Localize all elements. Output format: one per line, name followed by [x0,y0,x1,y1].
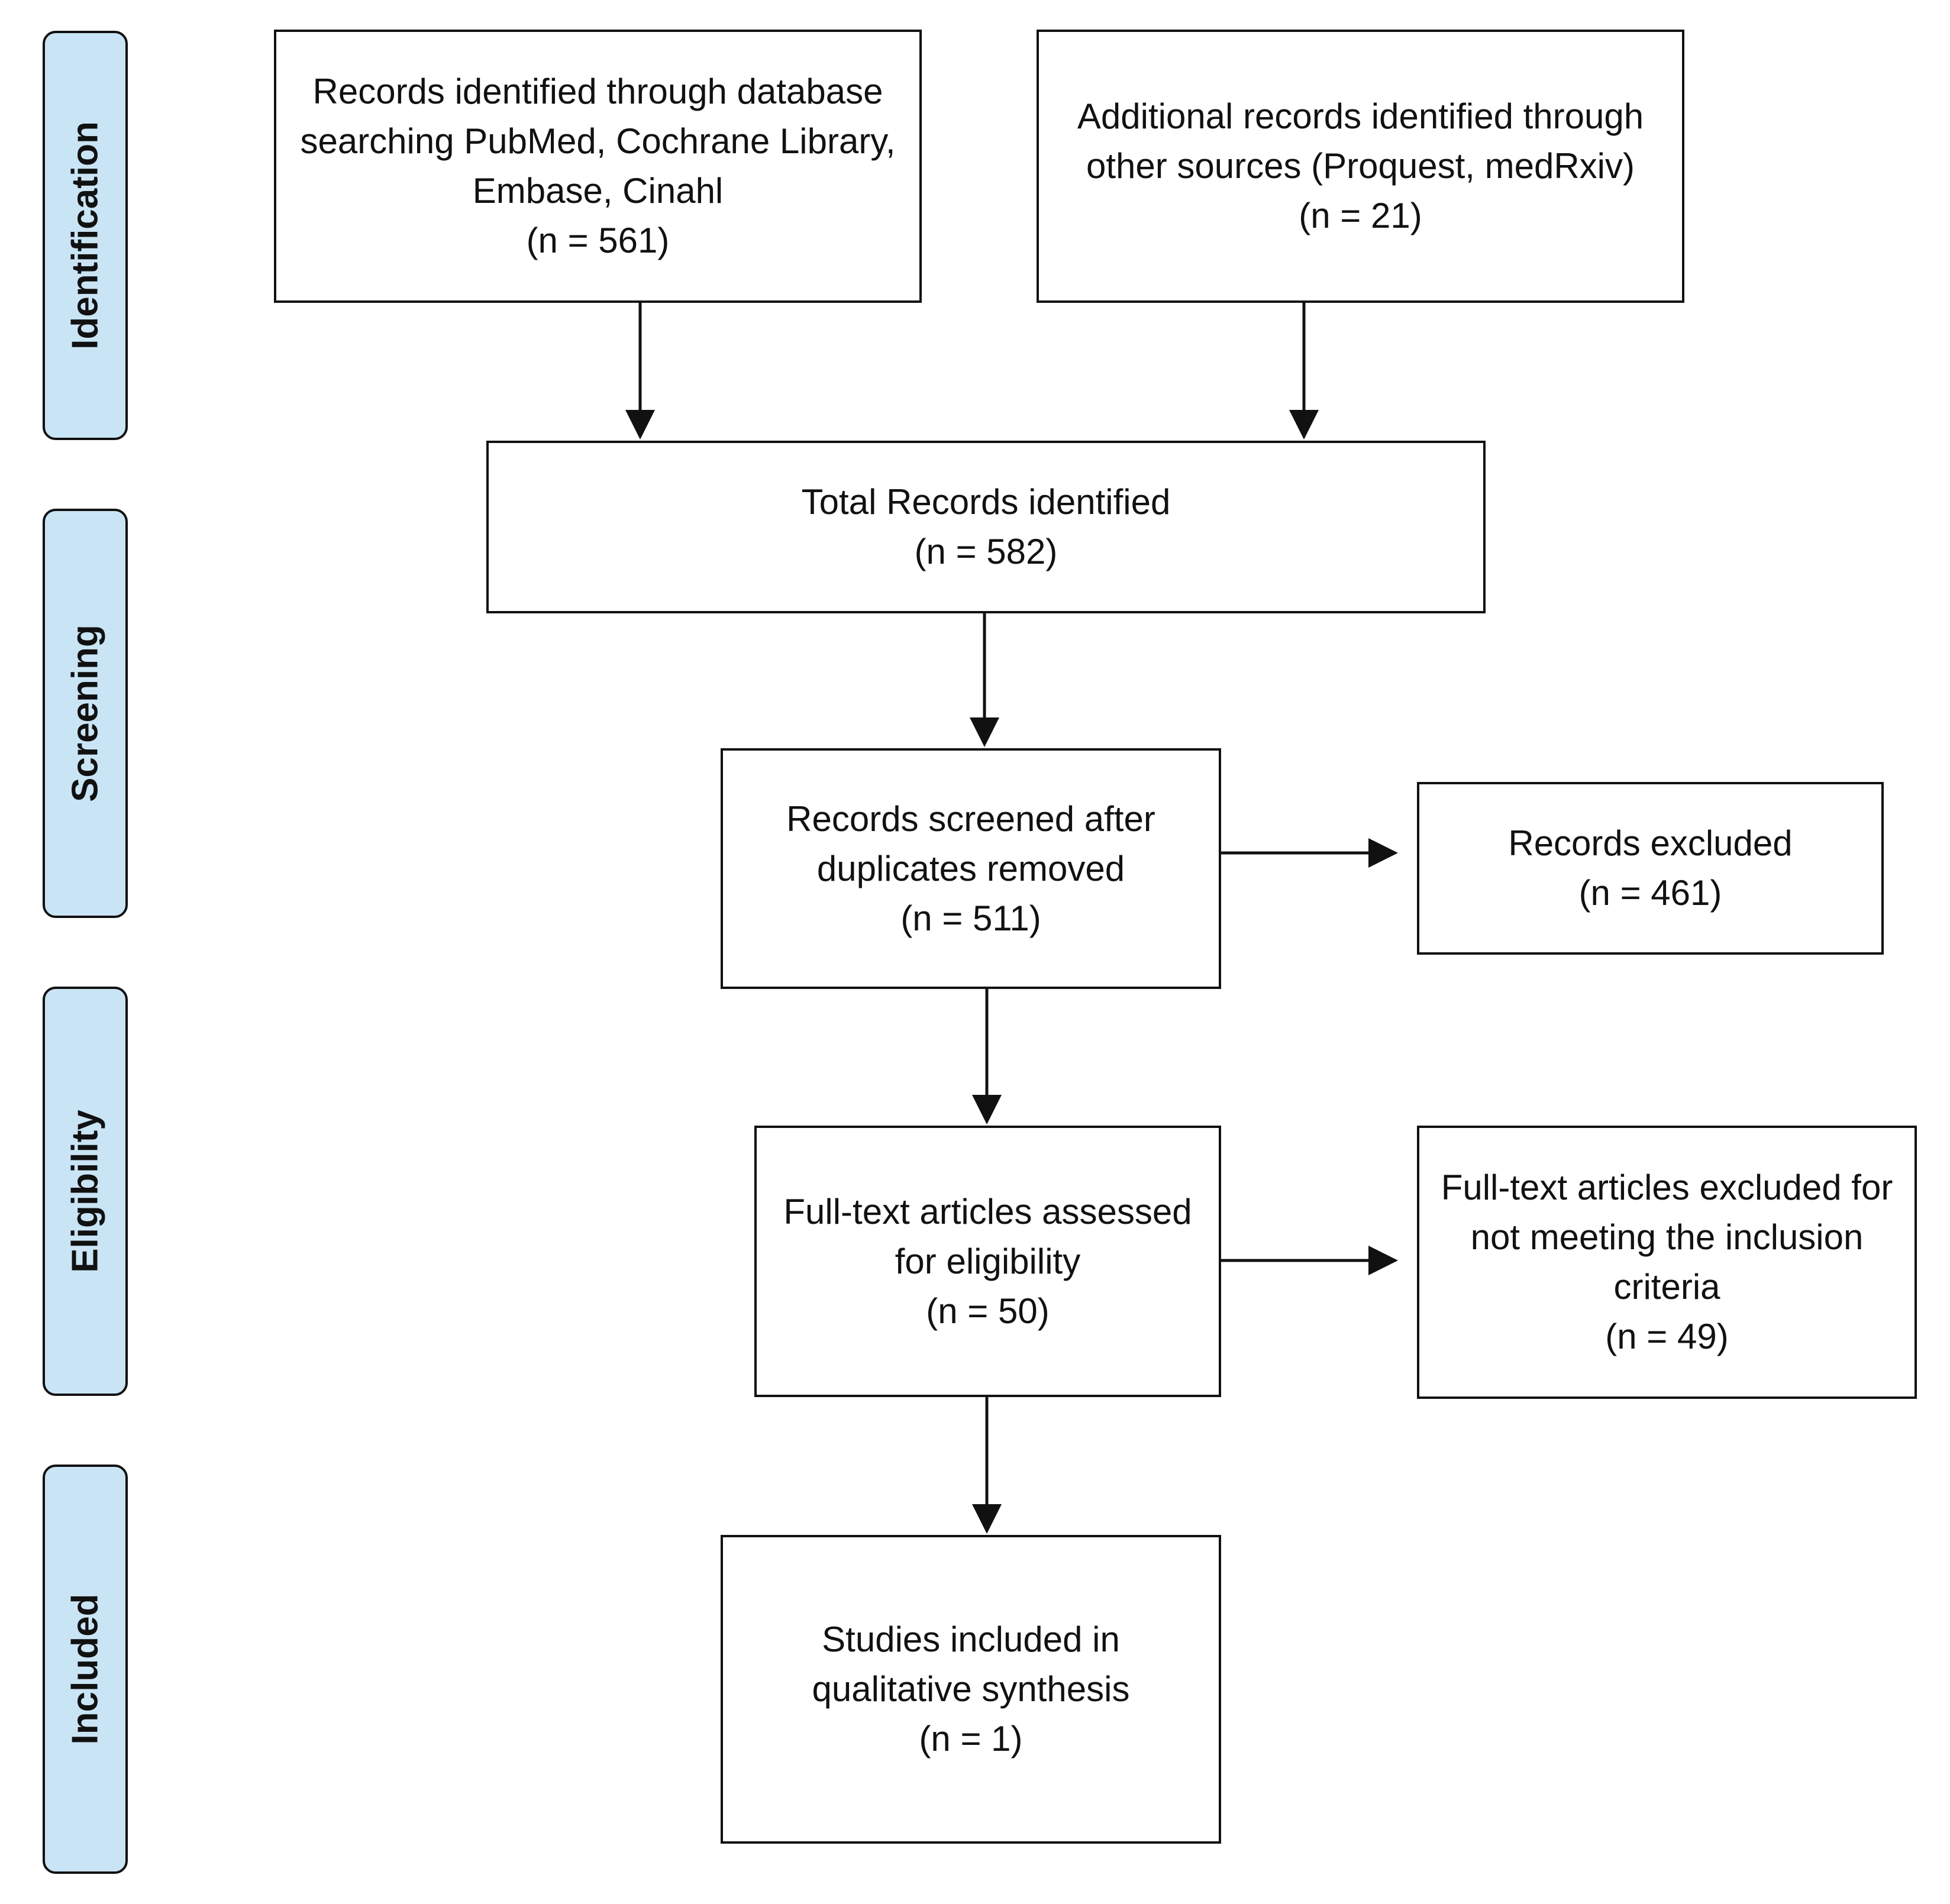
box-studies-included: Studies included in qualitative synthesi… [721,1535,1221,1844]
fulltext-excluded-count: (n = 49) [1605,1317,1729,1356]
stage-included: Included [43,1465,128,1874]
stage-screening: Screening [43,509,128,918]
box-records-excluded: Records excluded (n = 461) [1417,782,1884,955]
database-records-count: (n = 561) [526,221,670,260]
fulltext-assessed-text: Full-text articles assessed for eligibil… [783,1191,1192,1281]
fulltext-assessed-count: (n = 50) [926,1291,1050,1331]
database-records-text: Records identified through database sear… [300,72,896,211]
total-records-count: (n = 582) [914,532,1058,571]
stage-identification: Identification [43,31,128,440]
box-fulltext-assessed: Full-text articles assessed for eligibil… [754,1126,1221,1397]
additional-records-count: (n = 21) [1299,196,1422,235]
records-excluded-text: Records excluded [1508,823,1793,863]
total-records-text: Total Records identified [801,482,1171,522]
box-records-screened: Records screened after duplicates remove… [721,748,1221,989]
box-total-records: Total Records identified (n = 582) [486,441,1486,613]
stage-eligibility: Eligibility [43,987,128,1396]
fulltext-excluded-text: Full-text articles excluded for not meet… [1441,1168,1893,1307]
box-fulltext-excluded: Full-text articles excluded for not meet… [1417,1126,1917,1399]
box-database-records: Records identified through database sear… [274,30,922,303]
studies-included-text: Studies included in qualitative synthesi… [812,1619,1130,1709]
additional-records-text: Additional records identified through ot… [1077,96,1644,186]
studies-included-count: (n = 1) [919,1719,1023,1758]
records-excluded-count: (n = 461) [1578,873,1722,913]
box-additional-records: Additional records identified through ot… [1037,30,1684,303]
records-screened-text: Records screened after duplicates remove… [786,799,1155,888]
records-screened-count: (n = 511) [900,898,1041,938]
